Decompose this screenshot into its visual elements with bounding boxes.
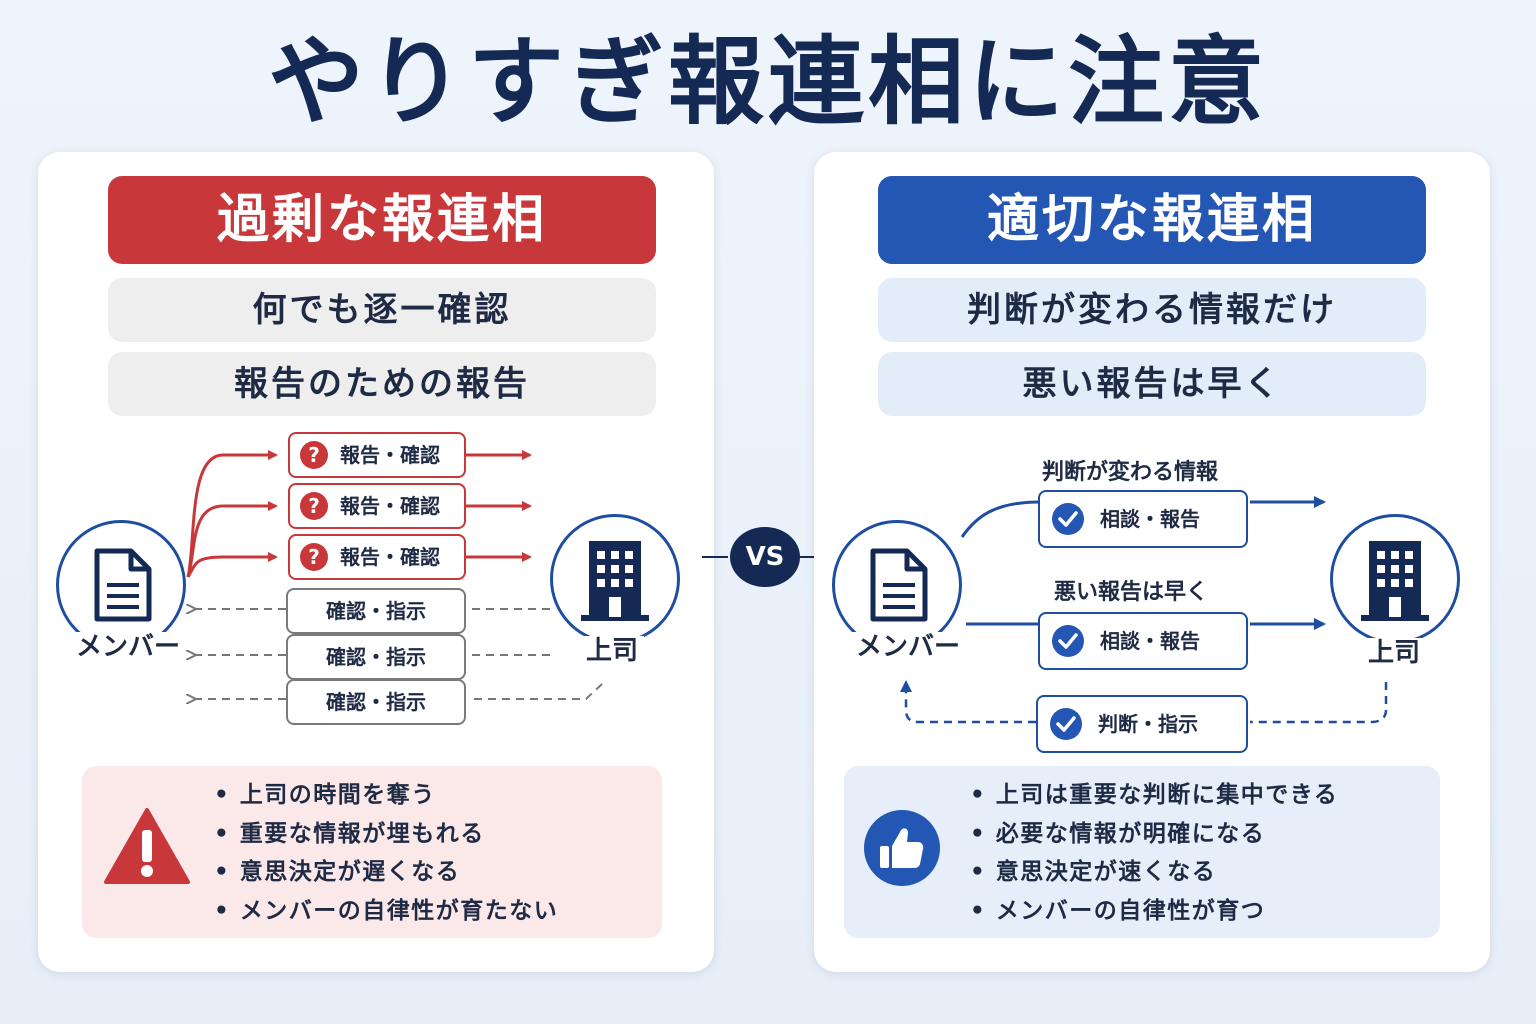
- check-icon: [1052, 624, 1084, 657]
- arrow-report-2-in: [186, 501, 278, 578]
- point-excessive-2: 報告のための報告: [108, 352, 656, 416]
- decision-box-label: 判断・指示: [1098, 712, 1198, 736]
- report-box-label: 報告・確認: [340, 443, 440, 467]
- heading-excessive: 過剰な報連相: [108, 176, 656, 264]
- instruct-box-3: 確認・指示: [286, 679, 466, 725]
- member-label: メンバー: [850, 632, 967, 662]
- boss-label: 上司: [580, 636, 645, 666]
- heading-appropriate: 適切な報連相: [878, 176, 1426, 264]
- document-icon: [94, 548, 152, 622]
- arrow-report-3-in: [186, 552, 278, 578]
- consult-box-label: 相談・報告: [1100, 507, 1200, 531]
- consult-box-label: 相談・報告: [1100, 629, 1200, 653]
- list-item: 重要な情報が埋もれる: [214, 815, 558, 854]
- flow2-label: 悪い報告は早く: [1054, 580, 1209, 605]
- document-icon: [870, 548, 928, 622]
- consult-box-2: 相談・報告: [1038, 612, 1248, 670]
- arrow-consult-1-in: [960, 500, 1041, 538]
- check-icon: [1050, 707, 1082, 740]
- left-flow-arrows: [38, 450, 603, 752]
- question-icon: ?: [300, 491, 328, 520]
- right-flow-arrows: [814, 496, 1388, 724]
- check-icon: [1052, 502, 1084, 535]
- panel-excessive: 過剰な報連相 何でも逐一確認 報告のための報告: [38, 152, 714, 972]
- instruct-box-1: 確認・指示: [286, 588, 466, 634]
- list-item: 上司は重要な判断に集中できる: [970, 776, 1338, 815]
- consult-box-1: 相談・報告: [1038, 490, 1248, 548]
- member-node: [56, 520, 186, 650]
- summary-appropriate: 上司は重要な判断に集中できる 必要な情報が明確になる 意思決定が速くなる メンバ…: [844, 766, 1440, 938]
- question-icon: ?: [300, 542, 328, 571]
- list-item: メンバーの自律性が育たない: [214, 892, 558, 931]
- list-item: 必要な情報が明確になる: [970, 815, 1338, 854]
- panel-appropriate: 適切な報連相 判断が変わる情報だけ 悪い報告は早く メンバー: [814, 152, 1490, 972]
- member-label: メンバー: [70, 632, 187, 662]
- thumbs-up-icon: [864, 810, 940, 886]
- point-appropriate-2: 悪い報告は早く: [878, 352, 1426, 416]
- decision-box: 判断・指示: [1036, 695, 1248, 753]
- list-item: メンバーの自律性が育つ: [970, 892, 1338, 931]
- building-icon: [581, 541, 649, 621]
- report-box-label: 報告・確認: [340, 494, 440, 518]
- summary-excessive-list: 上司の時間を奪う 重要な情報が埋もれる 意思決定が遅くなる メンバーの自律性が育…: [214, 776, 558, 930]
- report-box-2: ? 報告・確認: [288, 483, 466, 529]
- arrow-instruct-3: [194, 683, 603, 699]
- list-item: 意思決定が速くなる: [970, 853, 1338, 892]
- summary-excessive: 上司の時間を奪う 重要な情報が埋もれる 意思決定が遅くなる メンバーの自律性が育…: [82, 766, 662, 938]
- report-box-label: 報告・確認: [340, 545, 440, 569]
- flow1-label: 判断が変わる情報: [1042, 460, 1219, 485]
- vs-badge: VS: [730, 527, 800, 587]
- warning-icon: [104, 808, 190, 884]
- member-node: [832, 520, 962, 650]
- report-box-3: ? 報告・確認: [288, 534, 466, 580]
- list-item: 上司の時間を奪う: [214, 776, 558, 815]
- question-icon: ?: [300, 440, 328, 469]
- page-title: やりすぎ報連相に注意: [268, 26, 1268, 138]
- instruct-box-2: 確認・指示: [286, 634, 466, 680]
- boss-label: 上司: [1362, 638, 1427, 668]
- list-item: 意思決定が遅くなる: [214, 853, 558, 892]
- vs-line-left: [702, 556, 728, 558]
- point-excessive-1: 何でも逐一確認: [108, 278, 656, 342]
- arrow-decision-return: [906, 682, 1388, 724]
- report-box-1: ? 報告・確認: [288, 432, 466, 478]
- boss-node: [1330, 514, 1460, 644]
- vs-line-right: [798, 556, 824, 558]
- point-appropriate-1: 判断が変わる情報だけ: [878, 278, 1426, 342]
- summary-appropriate-list: 上司は重要な判断に集中できる 必要な情報が明確になる 意思決定が速くなる メンバ…: [970, 776, 1338, 930]
- boss-node: [550, 514, 680, 644]
- building-icon: [1361, 541, 1429, 621]
